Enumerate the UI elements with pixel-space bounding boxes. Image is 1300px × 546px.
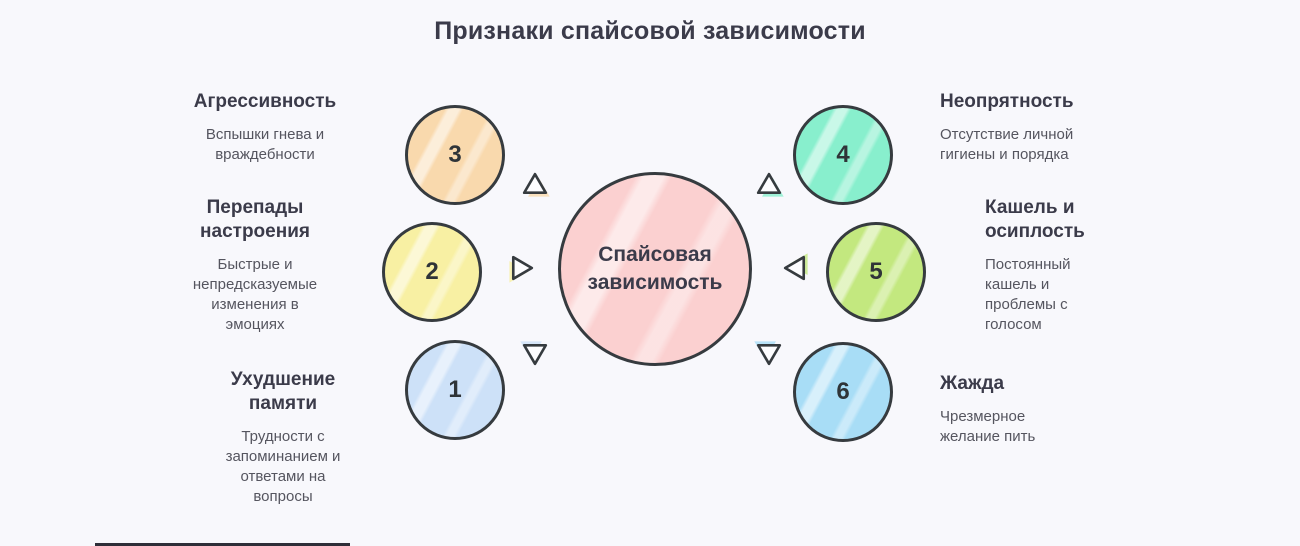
sign-circle-1: 1 [405,340,505,440]
bottom-edge-line [95,543,350,546]
sign-number: 6 [836,378,850,405]
sign-text-untidiness: Неопрятность Отсутствие личной гигиены и… [940,90,1170,165]
sign-description: Чрезмерное желание пить [940,407,1036,445]
center-circle: Спайсовая зависимость [558,172,752,366]
sign-description: Вспышки гнева и враждебности [205,125,325,163]
sign-text-mood-swings: Перепады настроения Быстрые и непредсказ… [140,196,370,335]
sign-number: 3 [448,141,462,168]
sign-number: 5 [869,258,883,285]
sign-description: Постоянный кашель и проблемы с голосом [985,255,1071,333]
sign-number: 4 [836,141,850,168]
sign-circle-4: 4 [793,105,893,205]
sign-heading: Перепады настроения [200,197,310,242]
sign-text-thirst: Жажда Чрезмерное желание пить [940,372,1170,447]
sign-circle-5: 5 [826,222,926,322]
sign-text-cough: Кашель и осиплость Постоянный кашель и п… [985,196,1215,335]
sign-description: Быстрые и непредсказуемые изменения в эм… [192,255,318,333]
sign-heading: Жажда [940,373,1005,394]
sign-heading: Ухудшение памяти [230,369,336,414]
sign-circle-6: 6 [793,342,893,442]
arrow-down-icon [752,336,786,370]
sign-heading: Кашель и осиплость [985,197,1085,242]
page-title: Признаки спайсовой зависимости [434,17,866,45]
sign-heading: Неопрятность [940,91,1074,112]
sign-number: 1 [448,376,462,403]
sign-text-aggression: Агрессивность Вспышки гнева и враждебнос… [150,90,380,165]
arrow-down-icon [518,336,552,370]
sign-description: Трудности с запоминанием и ответами на в… [225,427,341,505]
sign-text-memory: Ухудшение памяти Трудности с запоминание… [168,368,398,507]
sign-circle-3: 3 [405,105,505,205]
sign-number: 2 [425,258,439,285]
arrow-up-icon [518,168,552,202]
center-label: Спайсовая зависимость [587,242,723,294]
arrow-left-icon [779,251,813,285]
sign-heading: Агрессивность [193,91,337,112]
arrow-right-icon [504,251,538,285]
sign-description: Отсутствие личной гигиены и порядка [940,125,1074,163]
arrow-up-icon [752,168,786,202]
sign-circle-2: 2 [382,222,482,322]
